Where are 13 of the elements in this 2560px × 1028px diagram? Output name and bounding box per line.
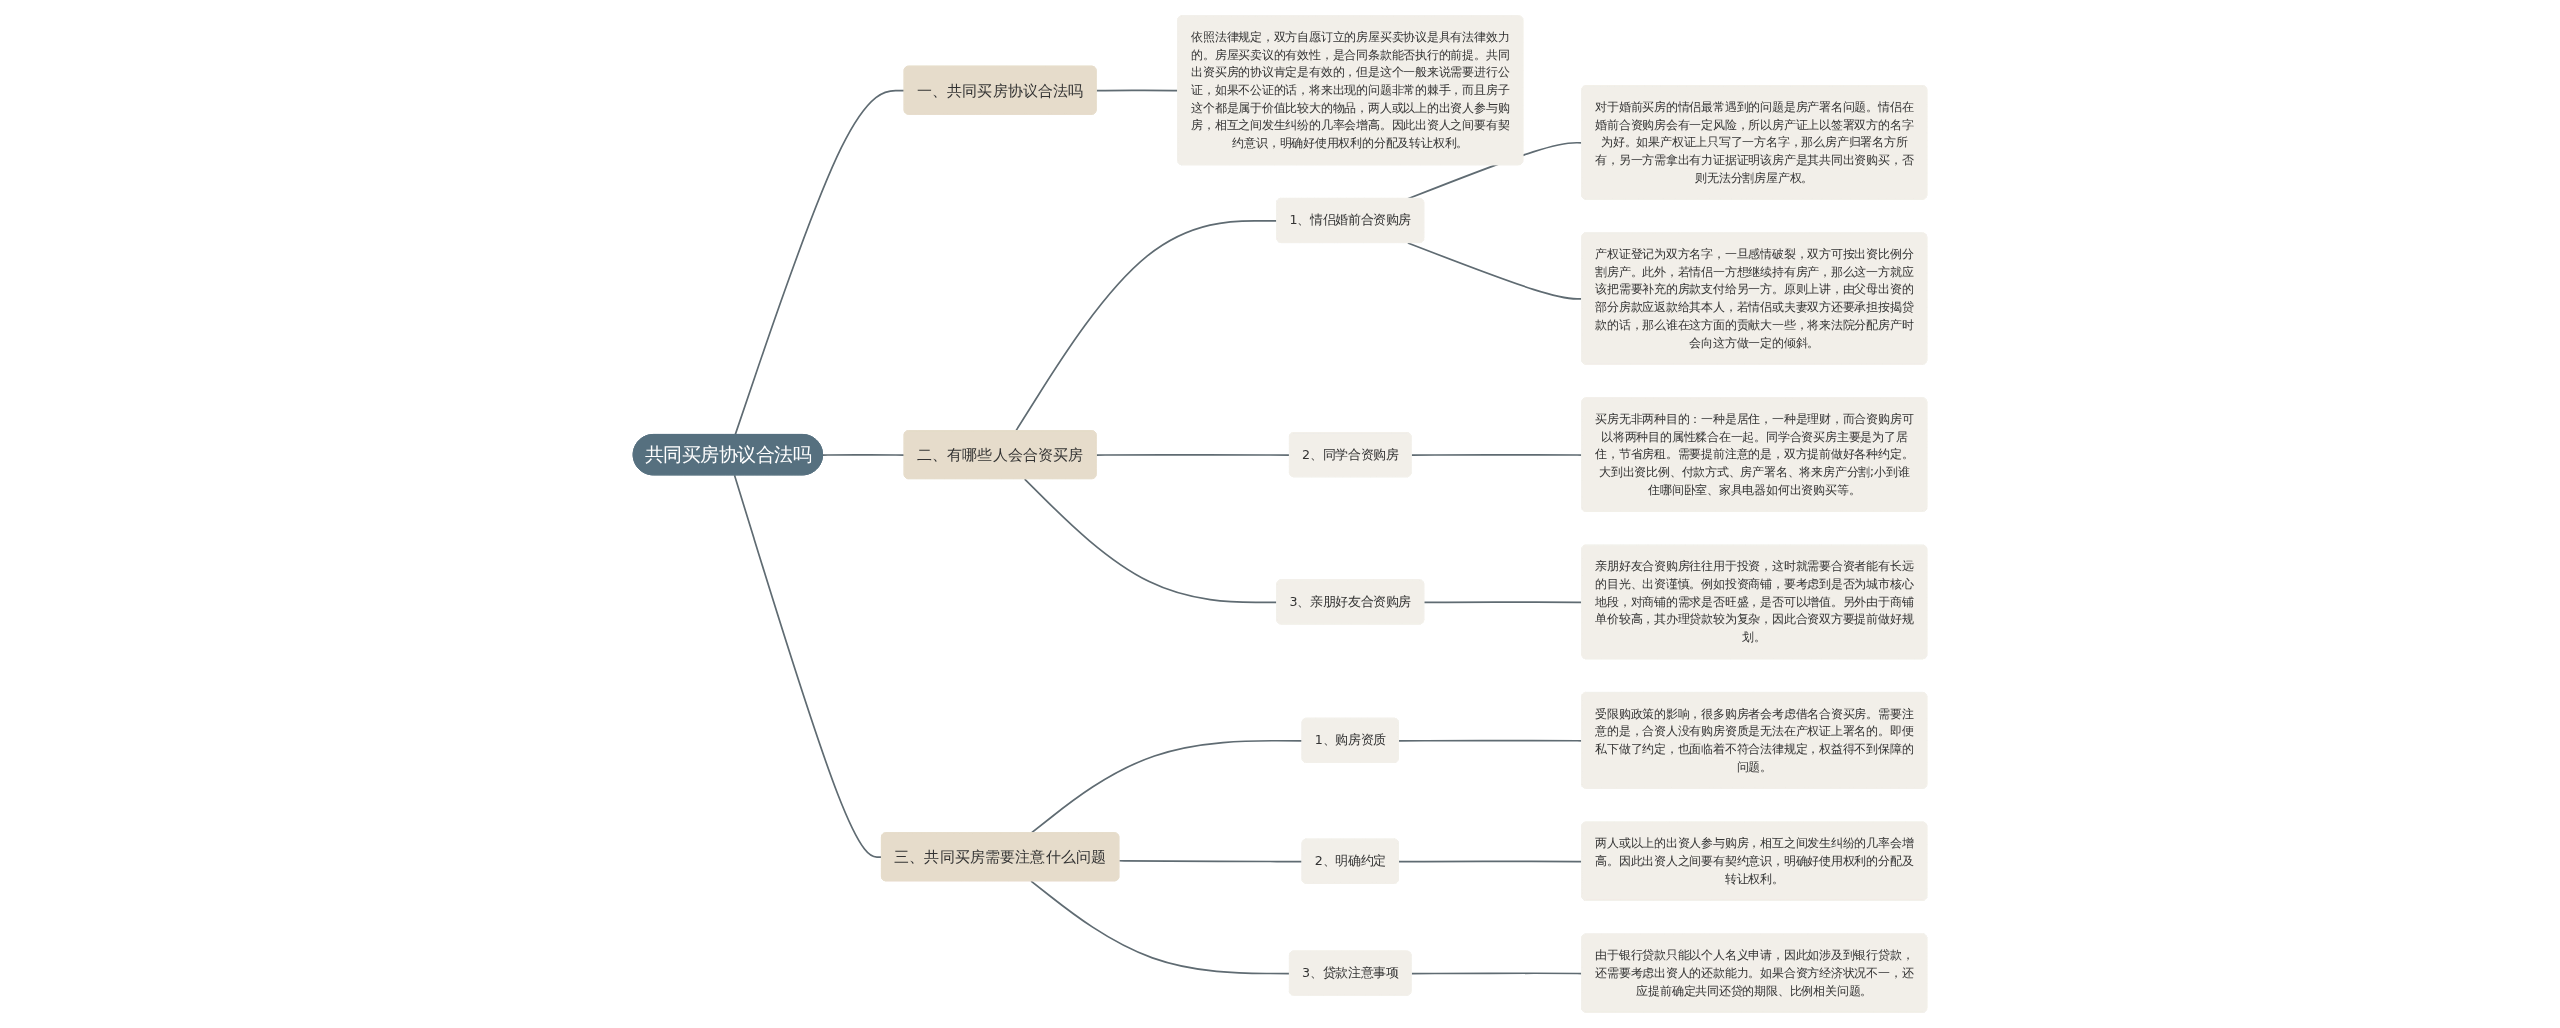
connector bbox=[1118, 859, 1304, 863]
connector bbox=[1398, 739, 1583, 742]
connector bbox=[733, 474, 883, 859]
connector bbox=[1398, 860, 1583, 863]
connector bbox=[1423, 601, 1583, 604]
connector bbox=[734, 89, 906, 436]
connector bbox=[1410, 972, 1583, 975]
connector bbox=[1030, 880, 1291, 975]
connector bbox=[822, 453, 906, 456]
connector bbox=[1407, 242, 1583, 300]
connector bbox=[1095, 453, 1291, 456]
connector bbox=[1410, 453, 1583, 456]
connector bbox=[1095, 89, 1179, 92]
